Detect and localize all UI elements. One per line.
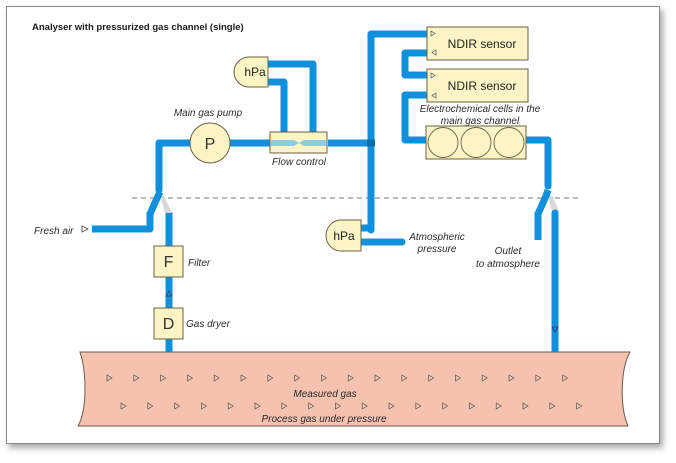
flow-arrow-icon (388, 402, 395, 410)
pressure-sensor-top (233, 56, 269, 88)
filter (153, 245, 184, 278)
flow-arrow-icon (481, 374, 488, 382)
flow-arrow-icon (401, 374, 408, 382)
electrochemical-cells (425, 125, 527, 160)
flow-arrow-icon (535, 374, 542, 382)
flow-arrow-icon (133, 374, 140, 382)
ndir-sensor-2-label: NDIR sensor (448, 79, 517, 93)
flow-arrow-icon (281, 402, 288, 410)
flow-up-arrow-icon (165, 290, 173, 297)
main-gas-pump (189, 122, 231, 164)
flow-arrow-icon (576, 402, 583, 410)
flow-arrow-icon (160, 374, 167, 382)
pressure-tap-outer (264, 60, 317, 147)
flow-control-label: Flow control (272, 157, 327, 168)
dryer-symbol: D (163, 316, 175, 333)
pump-label: Main gas pump (174, 108, 243, 119)
flow-arrow-icon (335, 402, 342, 410)
outlet-label-1: Outlet (495, 246, 523, 257)
flow-arrow-icon (213, 374, 220, 382)
pump-inlet-pipe (155, 139, 196, 194)
flow-arrow-icon (187, 374, 194, 382)
ndir-sensor-1 (426, 26, 529, 61)
flow-arrow-icon (347, 374, 354, 382)
outlet-valve-blade (534, 188, 552, 216)
flow-arrow-icon (147, 402, 154, 410)
ndir-sensor-1-label: NDIR sensor (448, 37, 517, 51)
electrochemical-label-2: main gas channel (441, 116, 520, 127)
pressure-sensor-top-symbol: hPa (244, 65, 266, 79)
ndir-link-pipe (401, 49, 432, 79)
flow-arrow-icon (549, 402, 556, 410)
flow-arrow-icon (308, 402, 315, 410)
ndir-2-outlet-arrow-icon (431, 92, 437, 99)
ndir-1-outlet-arrow-icon (431, 49, 437, 56)
flow-arrow-icon (455, 374, 462, 382)
flow-arrow-icon (174, 402, 181, 410)
ndir-1-inlet-arrow-icon (430, 30, 436, 37)
pressure-sensor-atm-symbol: hPa (333, 229, 355, 243)
dryer-label: Gas dryer (186, 319, 231, 330)
gas-dryer (153, 307, 184, 340)
fresh-air-arrow-icon (81, 225, 89, 233)
process-gas-label: Process gas under pressure (261, 414, 387, 425)
main-riser-pipe (367, 30, 432, 234)
ndir-2-inlet-arrow-icon (430, 72, 436, 79)
flow-arrow-icon (120, 402, 127, 410)
pump-symbol: P (205, 136, 216, 153)
diagram-title: Analyser with pressurized gas channel (s… (32, 22, 244, 33)
electrochemical-cell-2 (460, 127, 492, 158)
fresh-air-label: Fresh air (34, 226, 74, 237)
inlet-valve-gray (160, 196, 172, 213)
flow-arrows (106, 374, 583, 410)
flow-arrow-icon (267, 374, 274, 382)
ndir-sensor-2 (426, 68, 529, 103)
flow-arrow-icon (522, 402, 529, 410)
flow-arrow-icon (227, 402, 234, 410)
outlet-valve-gray (548, 196, 559, 212)
flow-arrow-icon (201, 402, 208, 410)
fresh-air-pipe (92, 212, 154, 233)
atmospheric-pressure-label-2: pressure (417, 244, 457, 255)
flow-arrow-icon (508, 374, 515, 382)
flow-arrow-icon (428, 374, 435, 382)
flow-arrow-icon (415, 402, 422, 410)
flow-arrow-icon (254, 402, 261, 410)
flow-arrow-icon (361, 402, 368, 410)
flow-arrow-icon (495, 402, 502, 410)
outlet-label-2: to atmosphere (476, 259, 540, 270)
ndir-to-cells-pipe (401, 91, 432, 144)
flow-arrow-icon (240, 374, 247, 382)
electrochemical-cell-3 (493, 127, 525, 158)
flow-arrow-icon (321, 374, 328, 382)
flow-arrow-icon (106, 374, 113, 382)
process-gas-channel (77, 351, 631, 427)
pressure-tap-inner (264, 78, 288, 147)
pressure-sensor-atmospheric (325, 219, 362, 252)
flow-arrow-icon (442, 402, 449, 410)
flow-arrow-icon (469, 402, 476, 410)
flow-control (269, 131, 328, 154)
cells-outlet-pipe (521, 136, 552, 190)
atmospheric-pressure-label-1: Atmospheric (408, 232, 465, 243)
electrochemical-cell-1 (427, 127, 459, 158)
flow-arrow-icon (374, 374, 381, 382)
filter-symbol: F (164, 254, 174, 271)
filter-label: Filter (188, 258, 211, 269)
electrochemical-label-1: Electrochemical cells in the (420, 104, 541, 115)
flow-arrow-icon (562, 374, 569, 382)
flow-arrow-icon (294, 374, 301, 382)
inlet-valve-blade (146, 190, 164, 216)
flow-control-restriction (271, 140, 326, 146)
flow-down-arrow-icon (551, 326, 559, 333)
measured-gas-label: Measured gas (293, 389, 356, 400)
